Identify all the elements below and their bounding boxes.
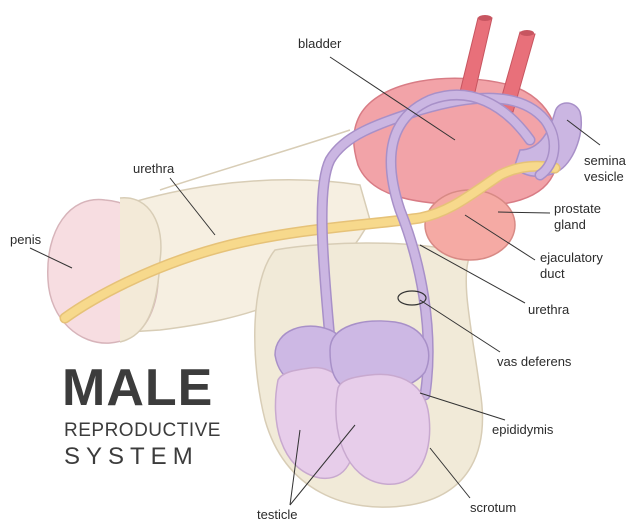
label-prostate-1: prostate [554, 201, 601, 216]
title-line-2: REPRODUCTIVE [64, 420, 221, 441]
label-ejaculatory-1: ejaculatory [540, 250, 603, 265]
label-urethra-top: urethra [133, 161, 175, 176]
label-urethra-right: urethra [528, 302, 570, 317]
label-prostate-2: gland [554, 217, 586, 232]
label-semina-vesicle-2: vesicle [584, 169, 624, 184]
title-main: MALE [62, 359, 213, 417]
label-epididymis: epididymis [492, 422, 554, 437]
label-vas-deferens: vas deferens [497, 354, 572, 369]
label-bladder: bladder [298, 36, 342, 51]
label-semina-vesicle-1: semina [584, 153, 627, 168]
label-testicle: testicle [257, 507, 297, 522]
title-line-3: SYSTEM [64, 443, 199, 470]
label-scrotum: scrotum [470, 500, 516, 515]
label-penis: penis [10, 232, 42, 247]
label-ejaculatory-2: duct [540, 266, 565, 281]
